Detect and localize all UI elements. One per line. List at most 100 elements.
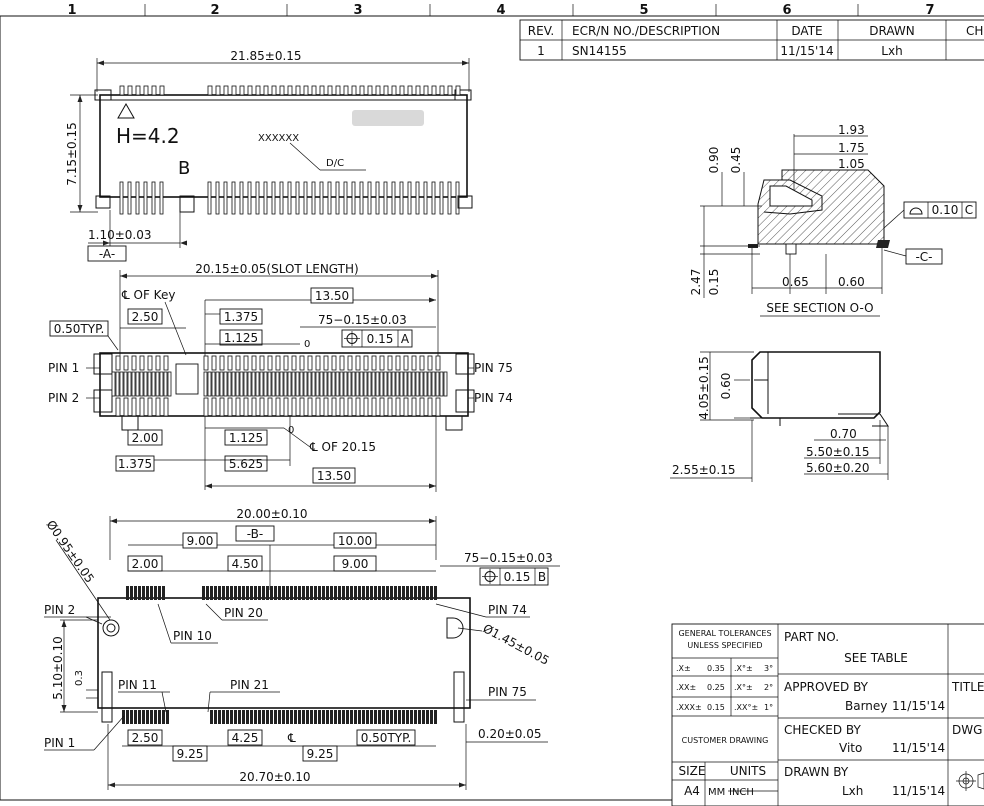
pin-contact bbox=[326, 586, 329, 600]
pin-contact bbox=[151, 85, 157, 96]
dim-1-75: 1.75 bbox=[838, 141, 865, 155]
tol-linear-2: .XX± bbox=[676, 683, 696, 692]
pin-contact bbox=[138, 710, 141, 724]
dim-2-50: 2.50 bbox=[132, 310, 159, 324]
pin-contact bbox=[383, 371, 388, 397]
tol-linear-2-value: 0.25 bbox=[707, 683, 725, 692]
dim-0-45: 0.45 bbox=[729, 147, 743, 174]
front-view: 20.15±0.05(SLOT LENGTH) ℄ OF Key 13.50 2… bbox=[48, 262, 513, 492]
pin-contact bbox=[414, 710, 417, 724]
pin-contact bbox=[331, 355, 337, 371]
pin-contact bbox=[326, 710, 329, 724]
pin-contact bbox=[234, 710, 237, 724]
pin-contact bbox=[403, 397, 409, 417]
pin-contact bbox=[150, 710, 153, 724]
pin-contact bbox=[298, 586, 301, 600]
pin-contact bbox=[391, 371, 396, 397]
pin-contact bbox=[158, 586, 161, 600]
pin-contact bbox=[254, 710, 257, 724]
pin-contact bbox=[346, 586, 349, 600]
pin-contact bbox=[210, 586, 213, 600]
pin-contact bbox=[126, 586, 129, 600]
front-pins-top bbox=[115, 355, 441, 371]
pin-contact bbox=[310, 710, 313, 724]
pin-contact bbox=[242, 586, 245, 600]
tol-angle-2-value: 2° bbox=[764, 683, 773, 692]
pin-contact bbox=[386, 710, 389, 724]
pin-contact bbox=[211, 371, 216, 397]
zone-label: 3 bbox=[353, 3, 362, 18]
dim-0-20: 0.20±0.05 bbox=[478, 727, 542, 741]
pin-contact bbox=[286, 710, 289, 724]
tol-linear-1-value: 0.35 bbox=[707, 664, 725, 673]
pin-contact bbox=[322, 710, 325, 724]
pin-contact bbox=[343, 371, 348, 397]
pin-contact bbox=[226, 586, 229, 600]
pin-contact bbox=[211, 397, 217, 417]
pin-contact bbox=[159, 85, 165, 96]
pin-contact bbox=[223, 85, 229, 96]
pin-contact bbox=[318, 586, 321, 600]
pin-contact bbox=[215, 181, 220, 215]
pin-contact bbox=[367, 85, 373, 96]
drawn-value: Lxh bbox=[881, 44, 902, 58]
pin-contact bbox=[315, 355, 321, 371]
pin-contact bbox=[311, 181, 316, 215]
pin-contact bbox=[338, 586, 341, 600]
ecr-value: SN14155 bbox=[572, 44, 627, 58]
pin-contact bbox=[159, 181, 164, 215]
pin-contact bbox=[274, 586, 277, 600]
pin-contact bbox=[383, 85, 389, 96]
pin-contact bbox=[134, 710, 137, 724]
pin-contact bbox=[354, 586, 357, 600]
centerline-symbol: ℄ bbox=[287, 731, 296, 745]
pin-contact bbox=[294, 586, 297, 600]
pin-contact bbox=[315, 371, 320, 397]
pin-contact bbox=[218, 586, 221, 600]
pin-contact bbox=[426, 710, 429, 724]
pin-contact bbox=[258, 586, 261, 600]
pin-1-label: PIN 1 bbox=[44, 736, 75, 750]
pin-contact bbox=[139, 371, 144, 397]
pin-contact bbox=[243, 397, 249, 417]
overall-dimension: 20.70±0.10 bbox=[239, 770, 310, 784]
pin-contact bbox=[294, 710, 297, 724]
pin-contact bbox=[351, 85, 357, 96]
dim-9-00-b: 9.00 bbox=[342, 557, 369, 571]
pin-contact bbox=[418, 710, 421, 724]
pin-contact bbox=[147, 371, 152, 397]
pin-contact bbox=[402, 586, 405, 600]
pin-contact bbox=[402, 710, 405, 724]
blurred-logo bbox=[352, 110, 424, 126]
pin-contact bbox=[410, 586, 413, 600]
zone-label: 4 bbox=[496, 3, 505, 18]
pin-contact bbox=[370, 586, 373, 600]
pin-contact bbox=[366, 710, 369, 724]
pitch-0-50-typ: 0.50TYP. bbox=[361, 731, 412, 745]
pin-contact bbox=[127, 85, 133, 96]
part-no-label: PART NO. bbox=[784, 630, 839, 644]
pin-contact bbox=[423, 371, 428, 397]
bottom-view: 20.00±0.10 -B- 9.00 10.00 2.00 4.50 9.00… bbox=[44, 507, 560, 790]
pin-contact bbox=[147, 355, 153, 371]
datum-b: -B- bbox=[247, 527, 263, 541]
pin-2-label: PIN 2 bbox=[44, 603, 75, 617]
pin-contact bbox=[383, 181, 388, 215]
pin-contact bbox=[275, 355, 281, 371]
centerline-of-key: ℄ OF Key bbox=[121, 288, 175, 302]
dim-4-25: 4.25 bbox=[232, 731, 259, 745]
pin-contact bbox=[219, 371, 224, 397]
pin-contact bbox=[266, 586, 269, 600]
pin-contact bbox=[203, 397, 209, 417]
pin-2-label: PIN 2 bbox=[48, 391, 79, 405]
projection-symbol-icon bbox=[956, 771, 984, 791]
pin-contact bbox=[279, 85, 285, 96]
dim-13-50-top: 13.50 bbox=[315, 289, 349, 303]
pin-contact bbox=[262, 710, 265, 724]
pin-contact bbox=[335, 371, 340, 397]
pin-contact bbox=[150, 586, 153, 600]
date-code-label: D/C bbox=[326, 158, 344, 169]
pin-contact bbox=[275, 371, 280, 397]
pin-contact bbox=[299, 397, 305, 417]
pin-contact bbox=[215, 85, 221, 96]
